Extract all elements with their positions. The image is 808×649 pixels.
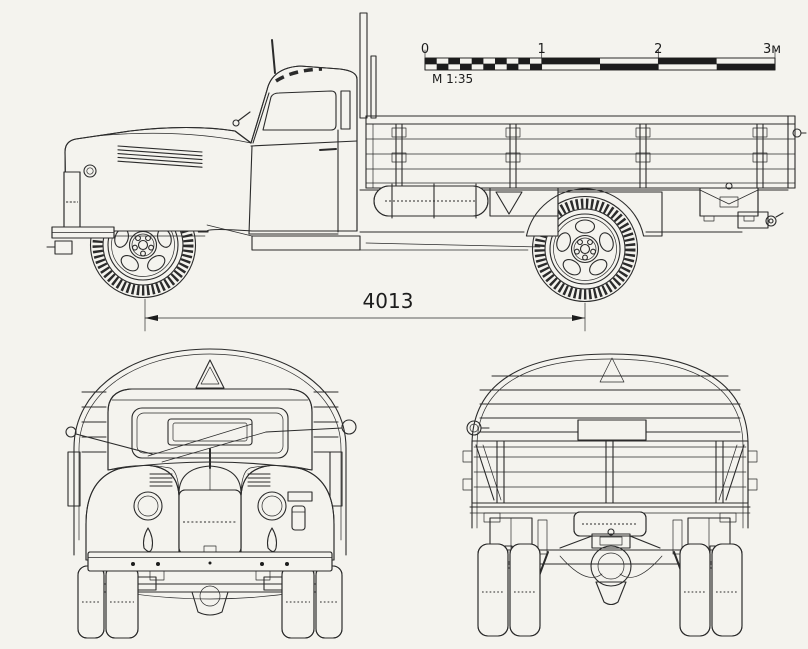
side-grille [63, 171, 81, 233]
rear-view-wheels [477, 543, 743, 637]
front-grille [178, 465, 242, 555]
front-view-wheels [77, 565, 343, 639]
plate-bracket [287, 491, 313, 502]
tailgate-hinge [792, 128, 802, 138]
cargo-bed [365, 115, 807, 189]
quarter-window [340, 90, 351, 130]
mirror-right [341, 419, 357, 435]
tilt-peak-triangle [599, 357, 625, 383]
rear-view [462, 353, 758, 637]
mirror-arm [237, 111, 251, 122]
headlight-side [83, 164, 97, 178]
wiper-left [147, 423, 253, 457]
front-fender-left [85, 464, 180, 561]
mirror-left [65, 426, 77, 438]
spare-wheel-rear [573, 511, 647, 537]
tow-coupling [737, 211, 784, 229]
front-fender-right [240, 464, 335, 561]
side-panel [489, 187, 559, 217]
front-axle-assembly [103, 576, 317, 616]
cab-front [65, 388, 357, 493]
wiper-right [161, 431, 267, 463]
tailgate [462, 440, 758, 504]
cowl-vents [149, 473, 271, 487]
tilt-arch-front [73, 348, 347, 556]
scale-tick-label-2: 2 [654, 42, 662, 57]
headlights [133, 491, 313, 553]
roof-shading [275, 67, 323, 83]
toolbox [699, 182, 759, 222]
tilt-arch-rear [471, 353, 749, 529]
mirror-head [232, 119, 240, 127]
bed-boards-front [67, 391, 343, 507]
horn-cylinder [291, 505, 306, 531]
door-front-seam [248, 145, 253, 235]
front-bumper-side [46, 226, 115, 255]
roof-triangle-marker [195, 359, 225, 389]
drive-shaft [365, 242, 541, 248]
scale-bar: 0 1 2 3м М 1:35 [421, 42, 781, 86]
scale-tick-label-1: 1 [538, 42, 546, 57]
spare-wheel [373, 183, 489, 219]
mud-deflector [495, 191, 523, 215]
scale-tick-label-3m: 3м [763, 42, 781, 57]
wheelbase-value: 4013 [363, 289, 414, 313]
cab [46, 65, 361, 255]
stake-rods [271, 12, 377, 119]
windshield-center-pane [167, 418, 253, 446]
scale-ratio-caption: М 1:35 [432, 72, 473, 86]
number-plate-panel [577, 419, 647, 441]
door-handle [319, 148, 337, 151]
mirror-arm-left [75, 433, 153, 455]
side-view [46, 12, 807, 302]
bed-stakes [391, 123, 768, 189]
front-bumper [87, 551, 333, 581]
hood-louvres [117, 145, 203, 168]
front-view [65, 348, 357, 639]
mirror-arm-right [265, 427, 343, 433]
differential [590, 545, 632, 587]
running-board [251, 235, 361, 251]
door-window [262, 90, 337, 131]
wheelbase-dimension: 4013 [144, 289, 586, 332]
hitch [559, 528, 661, 549]
convoy-light [466, 420, 490, 436]
scale-tick-label-0: 0 [421, 42, 429, 57]
chassis [359, 182, 789, 251]
